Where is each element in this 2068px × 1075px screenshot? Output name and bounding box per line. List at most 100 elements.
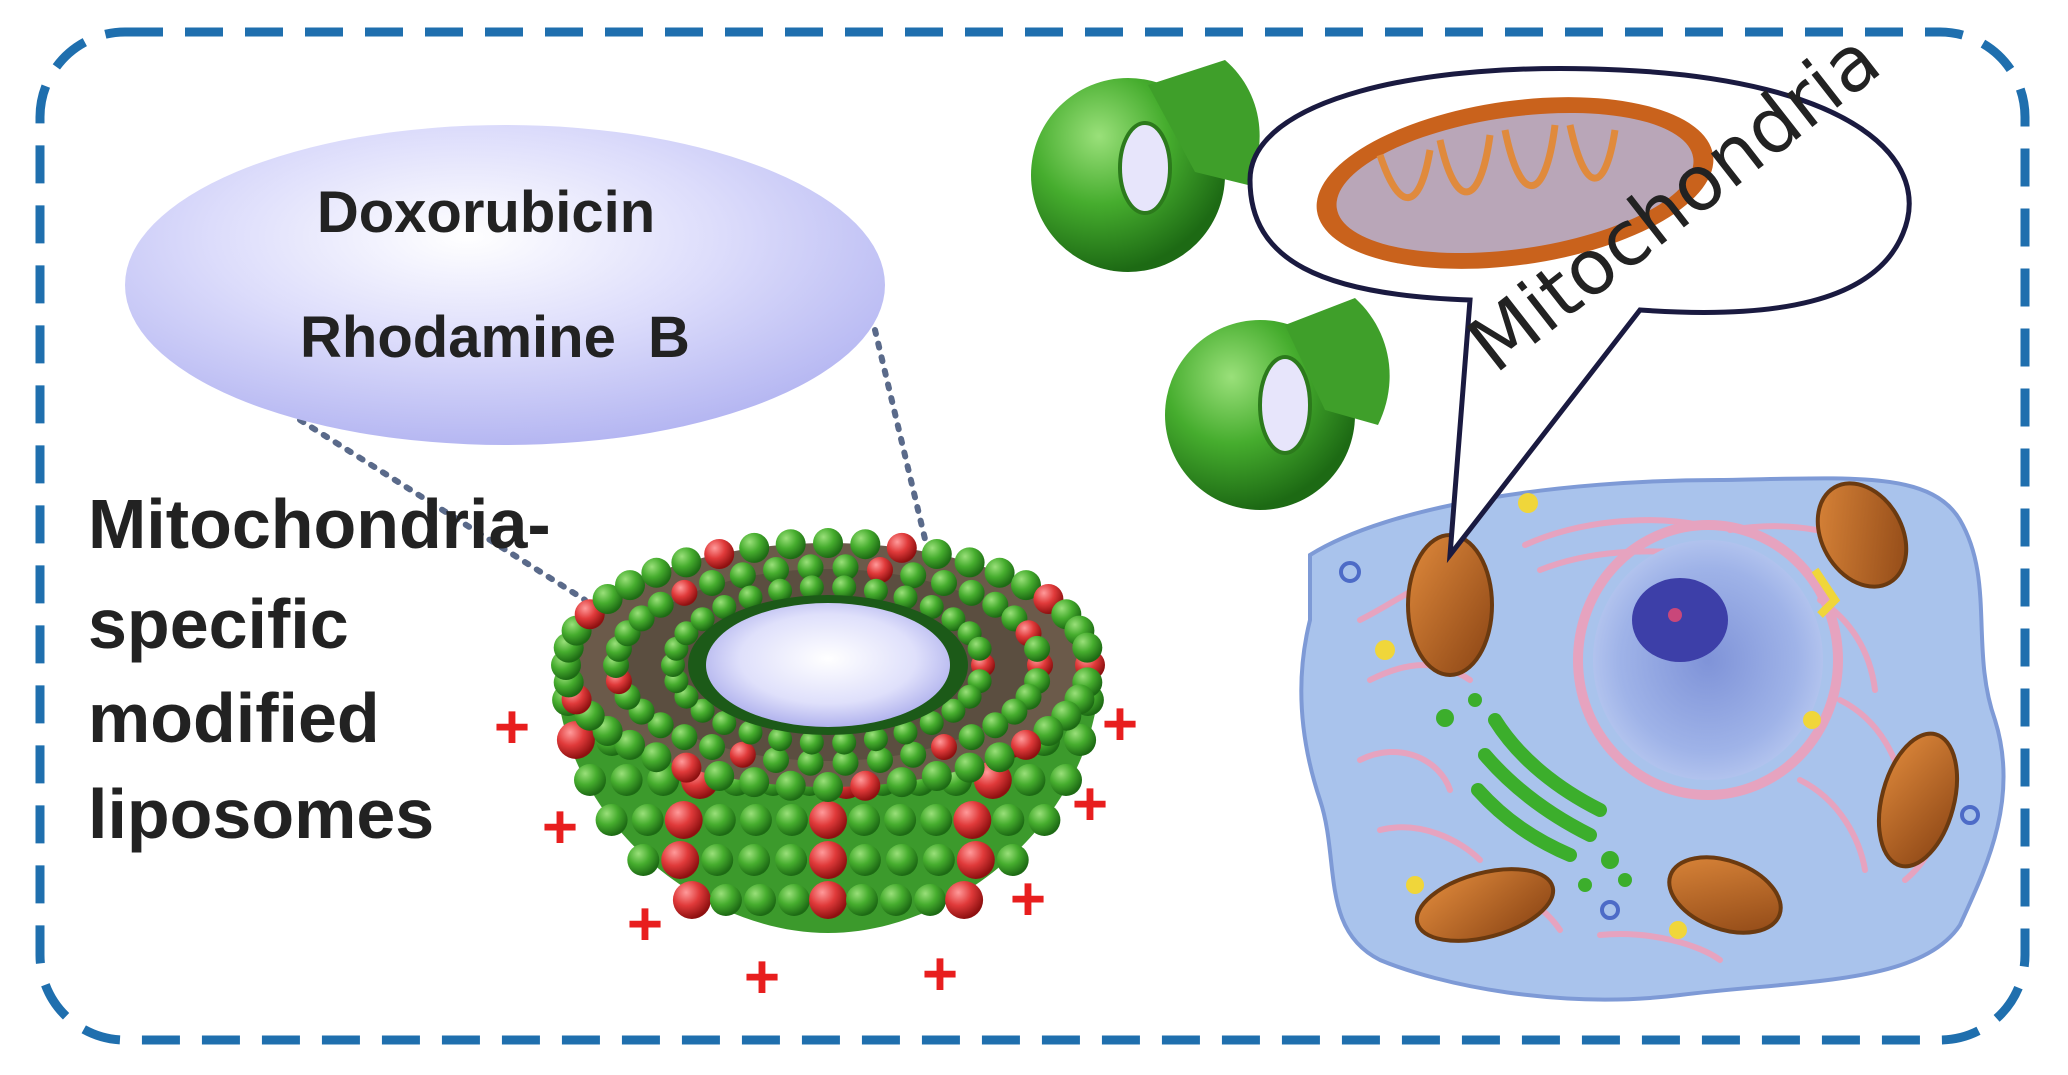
inner-leaflet-bead [863,578,888,603]
outer-leaflet-bead [739,532,770,563]
middle-leaflet-bead [797,749,824,776]
nucleus [1593,540,1823,780]
middle-leaflet-bead [699,570,725,596]
headgroup-bead [920,804,953,836]
inner-leaflet-bead [919,595,944,619]
inner-leaflet-bead [941,607,966,632]
headgroup-bead-red [953,801,992,839]
liposome-particle-upper [1031,60,1260,272]
headgroup-bead [744,884,776,916]
mitochondrion-detail [1316,97,1714,269]
middle-leaflet-bead [699,734,725,760]
headgroup-bead [996,844,1029,876]
outer-leaflet-bead [704,539,735,569]
positive-charge-icon: + [627,890,663,959]
outer-leaflet-bead [615,570,645,601]
inner-leaflet-bead [957,684,982,709]
outer-leaflet-bead [615,729,645,760]
headgroup-bead [595,804,628,836]
middle-leaflet-bead [671,579,698,606]
positive-charge-icon: + [1010,865,1046,934]
headgroup-bead [1050,764,1082,796]
outer-leaflet-bead [921,539,952,569]
headgroup-bead [1064,724,1097,756]
mitochondria-callout: Mitochondria [1247,14,1912,564]
inner-leaflet-bead [712,595,737,619]
liposome-label-line-2: specific [88,585,349,663]
inner-leaflet-bead [863,727,888,752]
middle-leaflet-bead [867,557,893,583]
cell-illustration [1299,476,2006,1002]
inner-leaflet-bead [967,636,992,661]
headgroup-bead [574,764,606,796]
inner-leaflet-bead [832,730,857,755]
headgroup-bead [846,884,878,916]
middle-leaflet-bead [1024,635,1051,662]
headgroup-bead-red [809,881,847,919]
headgroup-bead [775,844,808,876]
drug-rhodamine-label: Rhodamine B [300,305,690,370]
headgroup-bead [703,804,736,836]
headgroup-bead-red [956,841,995,879]
outer-leaflet-bead [886,767,917,798]
liposome-label-line-1: Mitochondria- [88,485,551,563]
headgroup-bead [631,804,664,836]
liposome-label-line-3: modified [88,679,380,757]
outer-leaflet-bead [813,528,843,558]
middle-leaflet-bead [647,712,674,739]
nucleus-envelope [1573,520,1843,800]
outer-leaflet-bead [813,772,843,802]
inner-leaflet-bead [738,585,763,610]
middle-leaflet-bead [797,554,824,581]
middle-leaflet-bead [958,724,985,751]
headgroup-bead [848,844,881,876]
liposome-label-line-4: liposomes [88,775,434,853]
outer-leaflet-bead [850,529,881,560]
outer-leaflet-bead [850,770,881,801]
headgroup-bead [775,804,808,836]
middle-leaflet-bead [1001,698,1028,725]
middle-leaflet-bead [763,557,789,583]
inner-leaflet-bead [738,720,763,745]
inner-leaflet-bead [893,585,918,610]
headgroup-bead [914,884,947,916]
liposome-illustration [551,528,1105,933]
zoom-line-left [297,417,588,603]
inner-leaflet-bead [712,711,737,735]
headgroup-bead [848,804,881,836]
golgi-vesicles [1436,693,1632,892]
positive-charge-icon: + [542,793,578,862]
inner-leaflet-bead [919,711,944,735]
liposome-particle-lower [1165,298,1390,510]
golgi-apparatus [1471,713,1607,862]
outer-leaflet-bead [921,761,952,791]
headgroup-bead [738,844,771,876]
headgroup-bead [884,804,917,836]
outer-leaflet-bead [641,557,672,588]
middle-leaflet-bead [647,591,674,618]
inner-leaflet-bead [768,727,793,752]
outer-leaflet-bead [1033,716,1064,746]
nucleolus [1632,578,1728,662]
outer-leaflet-bead [739,767,770,798]
middle-leaflet-bead [832,554,859,581]
cell-vesicles [1339,493,1980,939]
inner-leaflet-bead [799,575,824,600]
headgroup-bead [739,804,772,836]
headgroup-bead [701,844,734,876]
headgroup-bead-red [945,881,984,919]
drug-doxorubicin-label: Doxorubicin [317,180,655,245]
inner-leaflet-bead [690,607,715,632]
surface-charges: ++++++++ [494,690,1138,1012]
headgroup-bead [1028,804,1061,836]
headgroup-bead-red [664,801,703,839]
headgroup-bead-red [809,841,847,879]
inner-leaflet-bead [768,578,793,603]
middle-leaflet-bead [763,747,789,773]
headgroup-bead [992,804,1025,836]
outer-leaflet-bead [1072,632,1103,663]
outer-leaflet-bead [775,770,806,801]
outer-leaflet-bead [984,742,1015,773]
outer-leaflet-bead [954,547,985,578]
